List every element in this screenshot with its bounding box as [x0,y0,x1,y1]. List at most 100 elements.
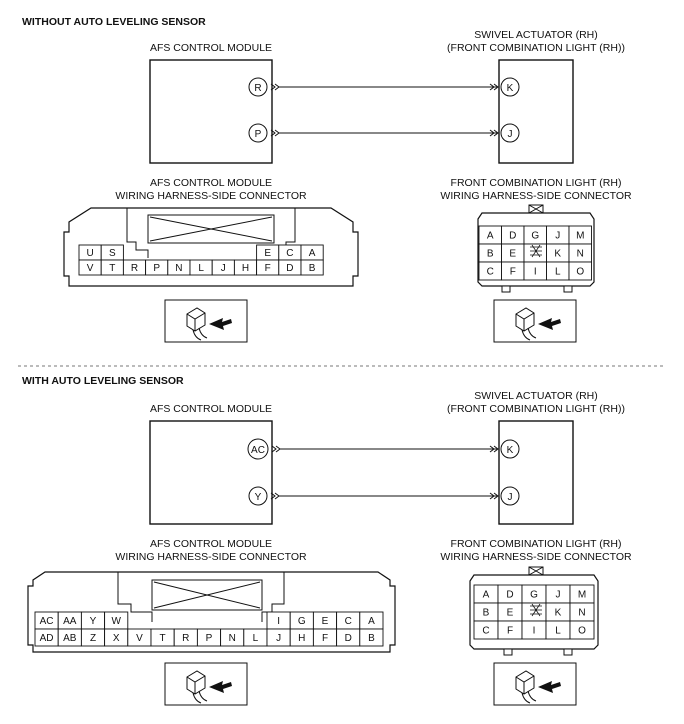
pin-label: L [555,626,561,637]
pin-label: I [533,626,536,637]
svg-text:P: P [255,129,262,140]
pin-label: C [286,248,293,259]
actuator-pin-j: J [500,486,520,506]
pin-label: P [153,263,160,274]
afs-module-box [149,59,273,164]
connector-view-icon [164,662,248,706]
section-heading: WITHOUT AUTO LEVELING SENSOR [22,16,206,28]
pin-label: V [136,633,143,644]
pin-label: O [578,626,586,637]
pin-label: C [482,626,489,637]
pin-label: X [113,633,120,644]
afs-pin-p: P [248,123,268,143]
afs-pin-ac: AC [247,438,269,460]
afs-connector-sublabel: WIRING HARNESS-SIDE CONNECTOR [115,551,307,563]
pin-label: F [265,263,271,274]
actuator-pin-k: K [500,77,520,97]
actuator-sublabel: (FRONT COMBINATION LIGHT (RH)) [447,42,625,54]
wire-1 [271,445,499,453]
pin-label: AA [63,616,77,627]
pin-cell [568,261,592,281]
pin-label: J [276,633,281,644]
svg-text:K: K [507,83,514,94]
actuator-box [498,420,574,525]
actuator-pin-j: J [500,123,520,143]
light-connector-label: FRONT COMBINATION LIGHT (RH) [451,538,622,550]
afs-connector-label: AFS CONTROL MODULE [150,538,272,550]
actuator-label: SWIVEL ACTUATOR (RH) [474,29,597,41]
pin-label: A [483,590,490,601]
pin-label: O [576,267,584,278]
pin-label: L [555,267,561,278]
pin-label: I [277,616,280,627]
pin-label: AC [40,616,54,627]
pin-label: E [509,249,516,260]
pin-label: H [242,263,249,274]
section-without-sensor: WITHOUT AUTO LEVELING SENSOR AFS CONTROL… [22,16,632,343]
pin-label: I [534,267,537,278]
pin-label: B [368,633,375,644]
pin-label: S [109,248,116,259]
pin-label: T [109,263,115,274]
pin-label: D [286,263,293,274]
svg-text:AC: AC [251,445,265,456]
pin-label: Z [90,633,96,644]
afs-module-label: AFS CONTROL MODULE [150,42,272,54]
afs-connector-label: AFS CONTROL MODULE [150,177,272,189]
pin-label: U [86,248,93,259]
afs-pin-r: R [248,77,268,97]
svg-text:R: R [254,83,261,94]
pin-label: P [206,633,213,644]
pin-label: E [264,248,271,259]
pin-cell [300,259,324,276]
pin-label: Y [90,616,97,627]
actuator-sublabel: (FRONT COMBINATION LIGHT (RH)) [447,403,625,415]
light-connector-sublabel: WIRING HARNESS-SIDE CONNECTOR [440,551,632,563]
section-with-sensor: WITH AUTO LEVELING SENSOR AFS CONTROL MO… [22,375,632,706]
wire-2 [270,492,499,500]
afs-pin-y: Y [248,486,268,506]
pin-label: M [576,231,584,242]
blank-pin-icon [530,244,542,258]
afs-module-label: AFS CONTROL MODULE [150,403,272,415]
connector-view-icon [164,299,248,343]
pin-label: V [87,263,94,274]
afs-module-box [149,420,273,525]
pin-label: A [487,231,494,242]
pin-label: J [556,590,561,601]
pin-label: R [131,263,138,274]
pin-label: D [345,633,352,644]
pin-label: B [483,608,490,619]
pin-label: L [198,263,204,274]
pin-label: N [578,608,585,619]
pin-label: R [182,633,189,644]
pin-label: N [175,263,182,274]
connector-view-icon [493,299,577,343]
pin-label: N [577,249,584,260]
pin-label: F [322,633,328,644]
wire-1 [270,83,499,91]
section-heading: WITH AUTO LEVELING SENSOR [22,375,184,387]
pin-label: W [111,616,121,627]
svg-text:K: K [507,445,514,456]
pin-label: H [298,633,305,644]
blank-pin-icon [530,603,542,617]
pin-label: AD [40,633,54,644]
light-connector-label: FRONT COMBINATION LIGHT (RH) [451,177,622,189]
pin-label: B [309,263,316,274]
pin-label: B [487,249,494,260]
pin-label: D [506,590,513,601]
pin-label: G [531,231,539,242]
connector-view-icon [493,662,577,706]
pin-label: G [298,616,306,627]
pin-label: C [345,616,352,627]
pin-label: K [555,608,562,619]
svg-text:J: J [508,129,513,140]
pin-label: G [530,590,538,601]
